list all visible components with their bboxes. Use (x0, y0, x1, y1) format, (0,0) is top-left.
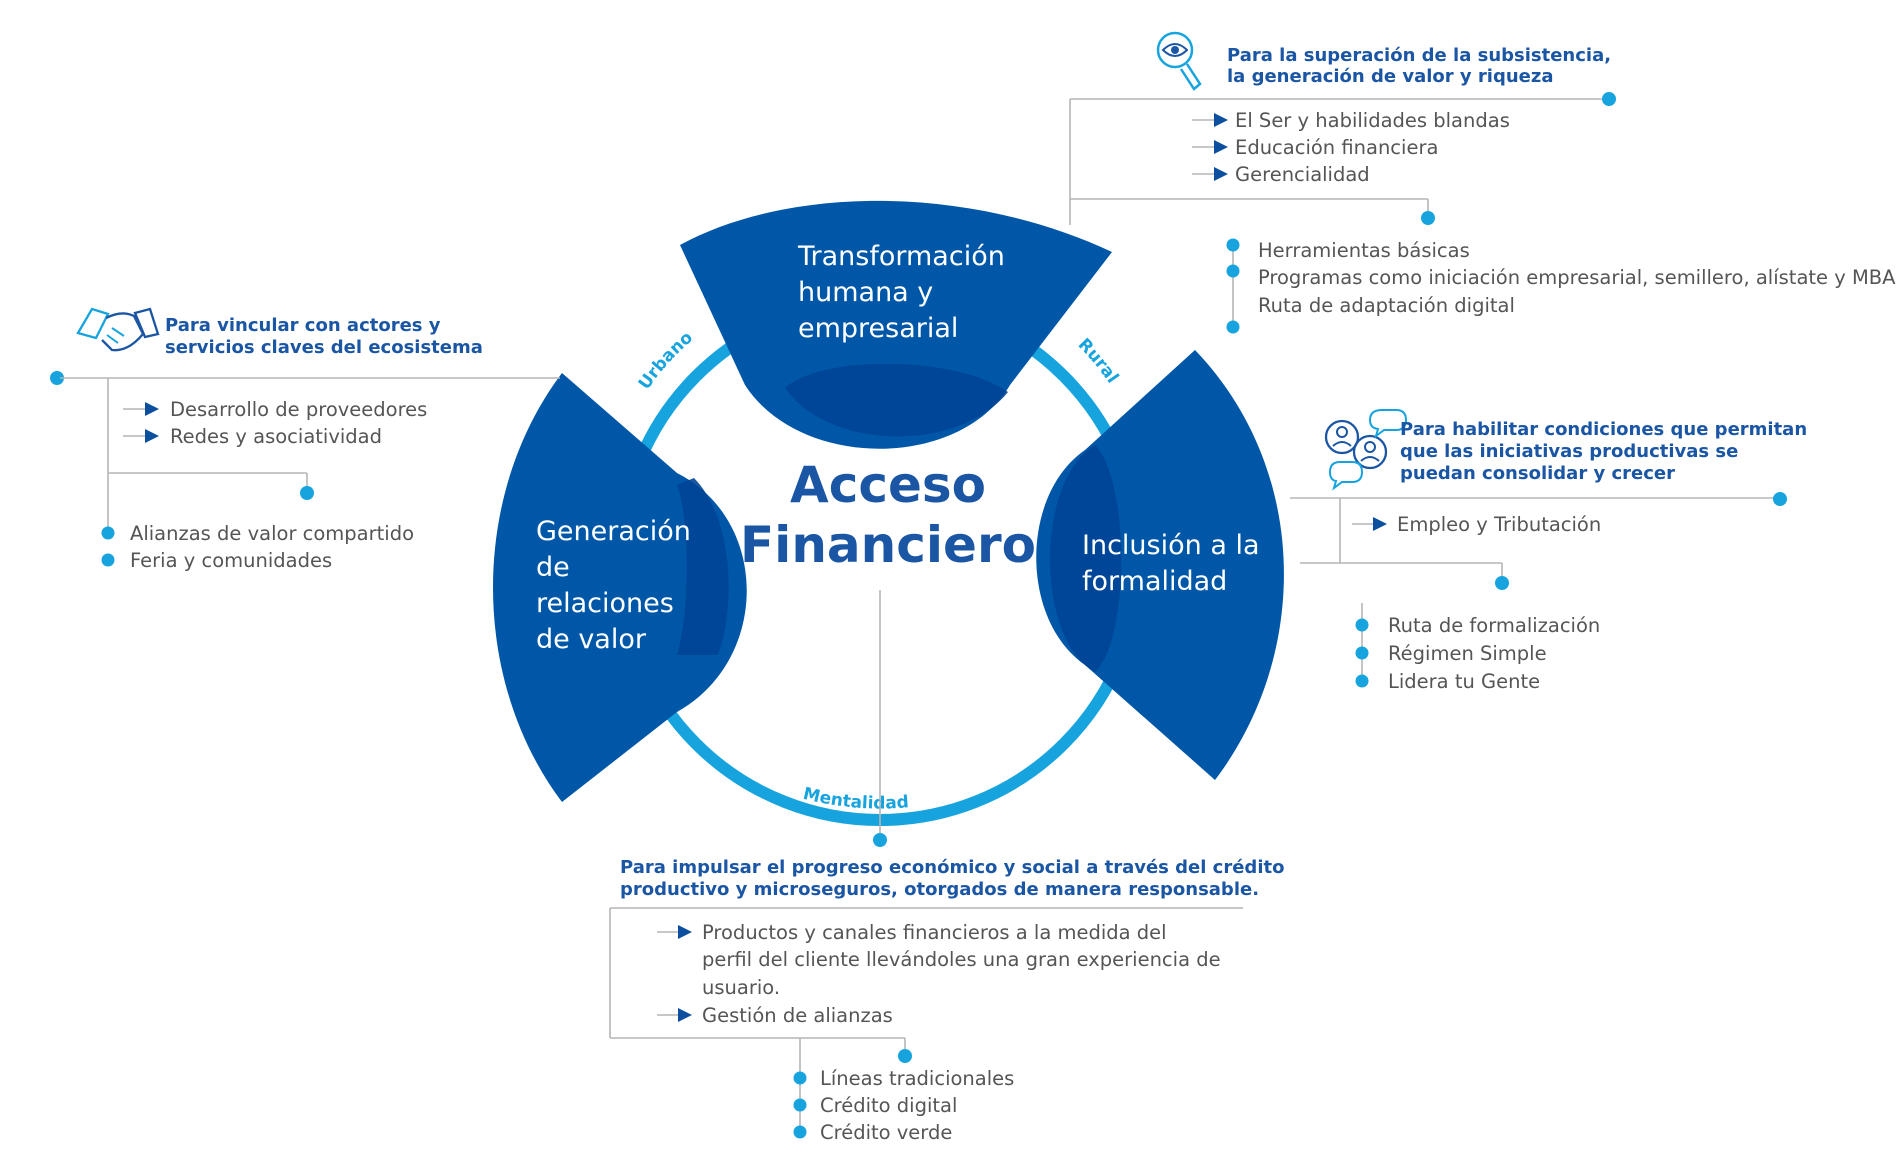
arrow-icon (1214, 113, 1228, 127)
bullet-dot (793, 1125, 807, 1139)
petal-left: Generación de relaciones de valor (493, 373, 747, 802)
arrow-list-item: Gerencialidad (1192, 163, 1370, 186)
eye-magnifier-icon (1156, 31, 1202, 91)
arrow-icon (678, 925, 692, 939)
arrow-icon (1214, 140, 1228, 154)
handshake-icon (76, 307, 160, 352)
arrow-icon (145, 402, 159, 416)
left-heading-line-1: Para vincular con actores y (165, 315, 441, 336)
petal-left-label-2: de (536, 552, 570, 583)
bullet-dot (101, 553, 115, 567)
arrow-icon (145, 429, 159, 443)
petal-left-label-3: relaciones (536, 588, 674, 619)
top-arrow-item-2: Educación financiera (1235, 136, 1438, 159)
bullet-dot (1226, 264, 1240, 278)
right-block: Para habilitar condiciones que permitan … (1290, 409, 1807, 693)
bullet-dot (1355, 618, 1369, 632)
right-arrow-item-1: Empleo y Tributación (1397, 513, 1601, 536)
top-block: Para la superación de la subsistencia, l… (1069, 31, 1896, 334)
people-chat-icon (1324, 409, 1408, 491)
bullet-dot (1226, 238, 1240, 252)
left-heading-dot (50, 371, 64, 385)
bullet-dot (1355, 674, 1369, 688)
bullet-dot (1355, 646, 1369, 660)
left-block: Para vincular con actores y servicios cl… (50, 307, 560, 572)
ring-label-rural: Rural (1074, 335, 1123, 387)
petal-top: Transformación humana y empresarial (680, 200, 1112, 449)
right-heading-line-1: Para habilitar condiciones que permitan (1400, 419, 1807, 440)
center-title-line-2: Financiero (740, 516, 1036, 574)
left-arrow-item-2: Redes y asociatividad (170, 425, 382, 448)
petal-right-label-2: formalidad (1082, 566, 1227, 597)
top-heading-line-2: la generación de valor y riqueza (1227, 66, 1554, 87)
left-bullet-item-2: Feria y comunidades (130, 549, 332, 572)
arrow-list-item: El Ser y habilidades blandas (1192, 109, 1510, 132)
arrow-list-item: Gestión de alianzas (657, 1004, 893, 1027)
top-heading-line-1: Para la superación de la subsistencia, (1227, 45, 1611, 66)
top-arrow-item-3: Gerencialidad (1235, 163, 1370, 186)
right-heading-line-2: que las iniciativas productivas se (1400, 441, 1738, 462)
top-bullet-item-3: Ruta de adaptación digital (1258, 294, 1515, 317)
petal-left-label-4: de valor (536, 624, 647, 655)
center-title-line-1: Acceso (790, 456, 986, 514)
bottom-heading-line-1: Para impulsar el progreso económico y so… (620, 857, 1284, 878)
left-heading-line-2: servicios claves del ecosistema (165, 337, 483, 358)
petal-top-label-1: Transformación (797, 241, 1005, 272)
top-heading-dot (1602, 92, 1616, 106)
bottom-arrow-item-1-line-2: perfil del cliente llevándoles una gran … (702, 948, 1221, 971)
arrow-list-item: Desarrollo de proveedores (123, 398, 427, 421)
ring-label-rural-text: Rural (1074, 335, 1123, 387)
right-bullet-item-1: Ruta de formalización (1388, 614, 1600, 637)
bullet-dot (1226, 320, 1240, 334)
left-arrow-item-1: Desarrollo de proveedores (170, 398, 427, 421)
top-bullet-item-1: Herramientas básicas (1258, 239, 1470, 262)
right-bullet-item-3: Lidera tu Gente (1388, 670, 1540, 693)
petal-right-label-1: Inclusión a la (1082, 530, 1260, 561)
top-bullet-item-2: Programas como iniciación empresarial, s… (1258, 266, 1896, 289)
bullet-dot (793, 1098, 807, 1112)
top-arrow-item-1: El Ser y habilidades blandas (1235, 109, 1510, 132)
arrow-list-item: Empleo y Tributación (1352, 513, 1601, 536)
left-bullet-item-1: Alianzas de valor compartido (130, 522, 414, 545)
bottom-arrow-item-1-line-3: usuario. (702, 976, 780, 999)
arrow-icon (678, 1008, 692, 1022)
center-bottom-dot (873, 833, 887, 847)
petal-right: Inclusión a la formalidad (1036, 350, 1284, 780)
arrow-icon (1373, 517, 1387, 531)
right-heading-dot (1773, 492, 1787, 506)
bullet-dot (793, 1071, 807, 1085)
arrow-list-item: Redes y asociatividad (123, 425, 382, 448)
arrow-list-item: Productos y canales financieros a la med… (657, 921, 1221, 999)
bottom-bullet-item-2: Crédito digital (820, 1094, 957, 1117)
petal-top-label-3: empresarial (798, 313, 958, 344)
bottom-bullet-item-3: Crédito verde (820, 1121, 952, 1144)
bottom-heading-line-2: productivo y microseguros, otorgados de … (620, 879, 1259, 900)
bottom-arrow-item-1-line-1: Productos y canales financieros a la med… (702, 921, 1167, 944)
bullet-dot (101, 526, 115, 540)
bottom-block: Para impulsar el progreso económico y so… (609, 857, 1284, 1144)
petal-top-label-2: humana y (798, 277, 933, 308)
petal-left-label-1: Generación (536, 516, 691, 547)
bottom-bullet-item-1: Líneas tradicionales (820, 1067, 1014, 1090)
bottom-arrow-item-2: Gestión de alianzas (702, 1004, 893, 1027)
arrow-icon (1214, 167, 1228, 181)
right-bullet-item-2: Régimen Simple (1388, 642, 1547, 665)
arrow-list-item: Educación financiera (1192, 136, 1438, 159)
right-heading-line-3: puedan consolidar y crecer (1400, 463, 1675, 484)
